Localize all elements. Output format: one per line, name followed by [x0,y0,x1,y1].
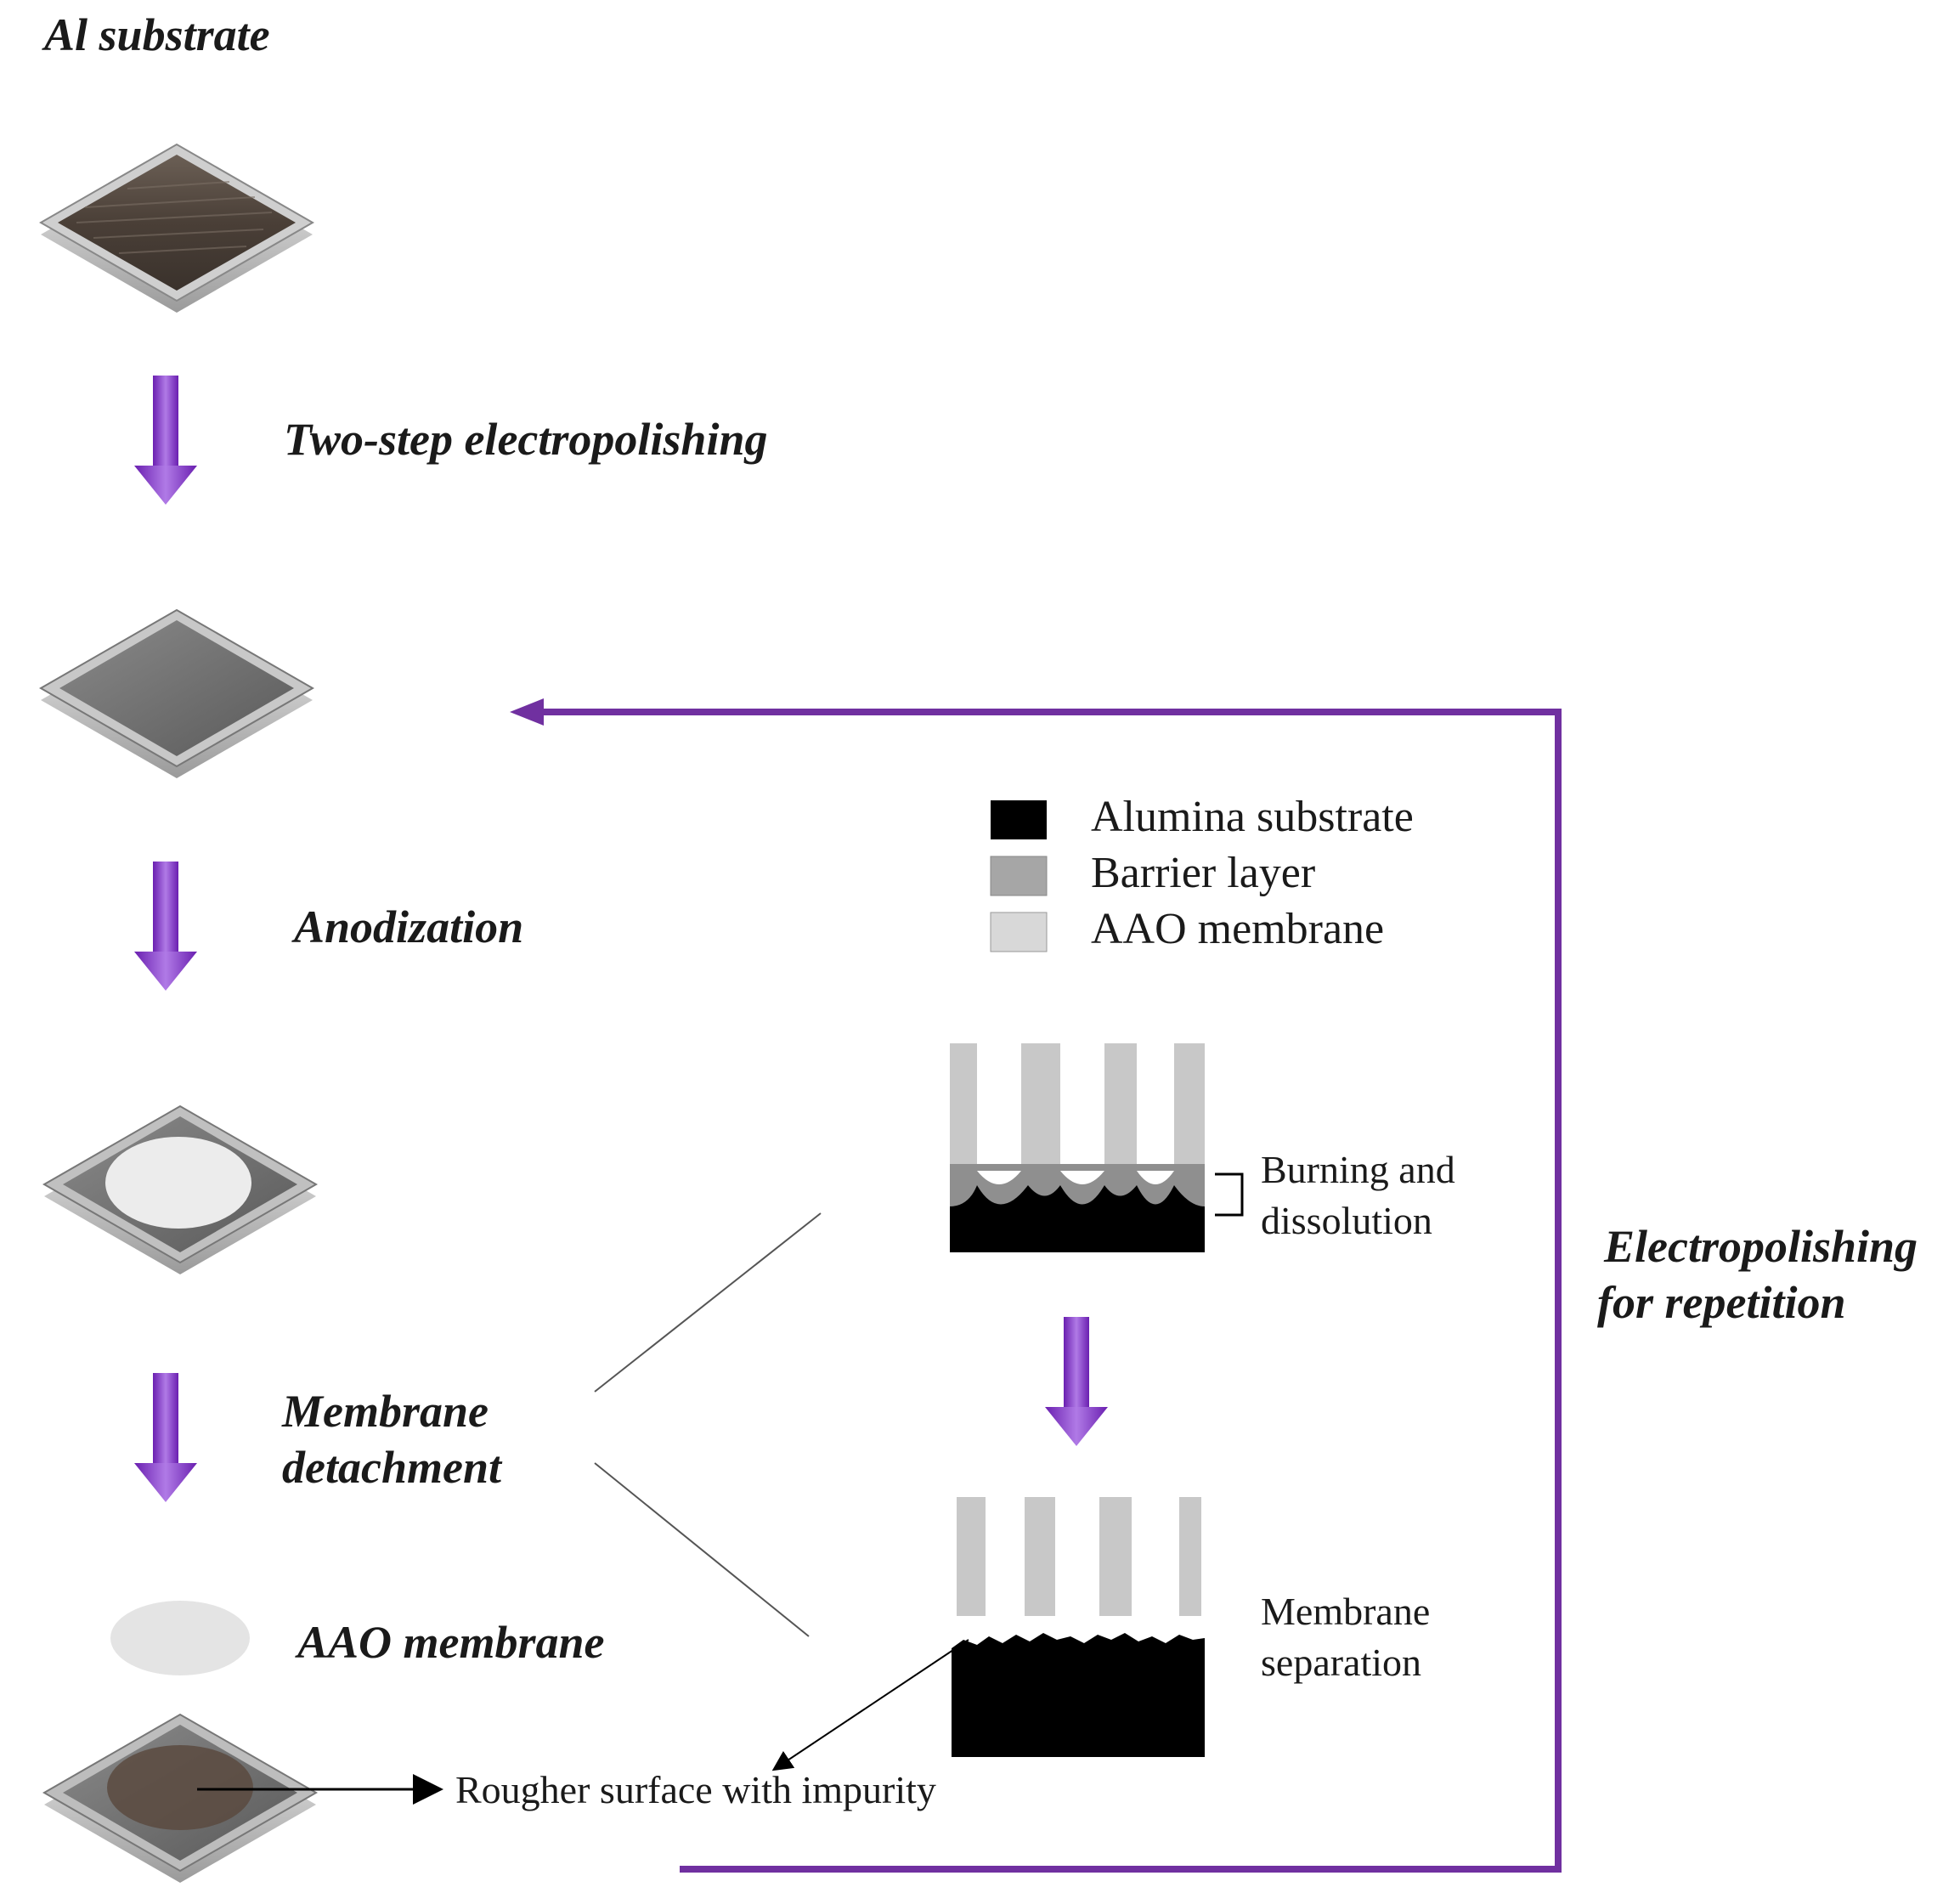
down-arrow-4 [1045,1317,1108,1446]
label-membrane-detachment-line1: Membrane [282,1386,489,1437]
label-al-substrate: Al substrate [44,9,270,60]
rough-plate [42,1713,319,1883]
legend-label-alumina: Alumina substrate [1091,793,1414,841]
polished-plate [38,608,315,778]
down-arrow-2 [134,862,197,991]
legend-swatch-aao [990,912,1048,952]
rough-surface-pointer [771,1639,969,1771]
repetition-loop-line [532,709,1562,1873]
label-burning-line2: dissolution [1261,1199,1432,1242]
alumina-substrate-2 [952,1633,1205,1757]
label-rougher-surface: Rougher surface with impurity [455,1768,936,1811]
cross-section-after [952,1497,1205,1757]
connector-line-lower [594,1462,810,1637]
label-two-step-electropolishing: Two-step electropolishing [284,414,768,465]
label-repetition-line2: for repetition [1597,1277,1846,1328]
alumina-substrate-1 [950,1185,1205,1252]
anodized-plate [42,1105,319,1274]
membrane-disc [105,1137,251,1229]
legend-label-barrier: Barrier layer [1091,849,1316,897]
repetition-loop-arrowhead [510,698,544,726]
legend-swatch-alumina [991,800,1047,839]
aao-membrane-ellipse [110,1601,250,1675]
connector-line-upper [594,1212,822,1393]
cross-section-before [950,1043,1205,1252]
burning-bracket [1215,1172,1244,1217]
down-arrow-3 [134,1373,197,1502]
label-separation-line2: separation [1261,1641,1422,1684]
legend-label-aao: AAO membrane [1091,905,1385,953]
label-separation-line1: Membrane [1261,1590,1431,1633]
label-anodization: Anodization [294,901,524,952]
label-aao-membrane: AAO membrane [297,1617,605,1668]
label-repetition-line1: Electropolishing [1604,1221,1918,1272]
legend-swatch-barrier [990,856,1048,896]
al-substrate-plate [38,143,315,313]
label-burning-line1: Burning and [1261,1148,1455,1191]
rough-disc [107,1745,253,1830]
label-membrane-detachment-line2: detachment [282,1442,501,1493]
down-arrow-1 [134,376,197,505]
